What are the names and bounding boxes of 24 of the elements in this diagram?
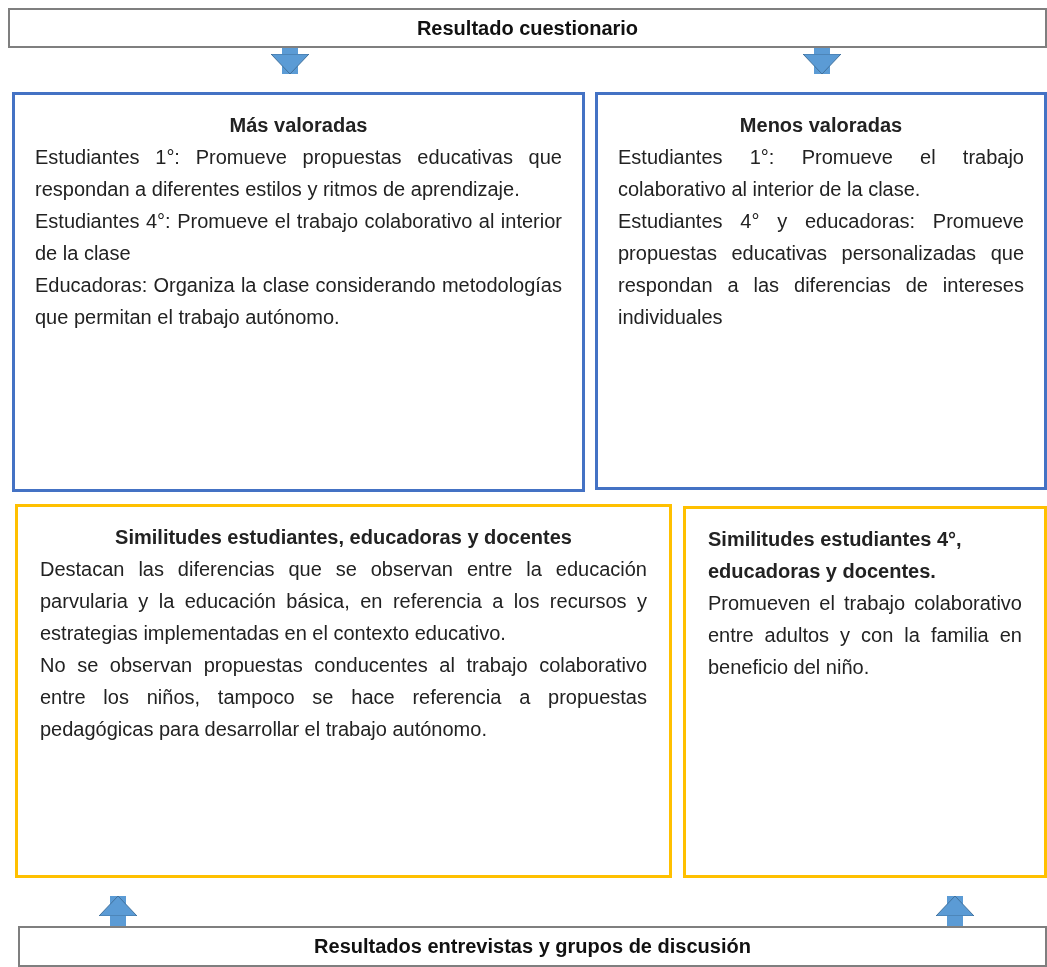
block-arrow	[270, 48, 310, 75]
body-text: Educadoras: Organiza la clase considerando metodologías que permitan el trabajo autónomo.	[35, 273, 562, 330]
block-arrow	[802, 48, 842, 75]
result-box	[12, 92, 585, 492]
body-text: Estudiantes 4°: Promueve el trabajo colaborativo al interior de la clase	[35, 209, 562, 266]
result-box	[15, 504, 672, 878]
result-box	[595, 92, 1047, 490]
box-heading: Similitudes estudiantes, educadoras y docentes	[114, 525, 573, 550]
body-text: Estudiantes 1°: Promueve propuestas educativas que respondan a diferentes estilos y ritmos de aprendizaje.	[35, 145, 562, 202]
header-box	[18, 926, 1047, 967]
box-heading: Similitudes estudiantes 4°, educadoras y docentes.	[708, 527, 963, 584]
block-arrow	[935, 895, 975, 926]
body-text: Estudiantes 1°: Promueve el trabajo colaborativo al interior de la clase.	[618, 145, 1024, 202]
result-box	[683, 506, 1047, 878]
header-title: Resultados entrevistas y grupos de discusión	[314, 935, 751, 958]
block-arrow	[98, 895, 138, 926]
box-heading: Más valoradas	[228, 113, 369, 138]
body-text: Promueven el trabajo colaborativo entre adultos y con la familia en beneficio del niño.	[708, 591, 1022, 680]
body-text: No se observan propuestas conducentes al trabajo colaborativo entre los niños, tampoco se hace referencia a propuestas pedagógicas para desarrollar el trabajo autónomo.	[40, 653, 647, 742]
header-title: Resultado cuestionario	[416, 16, 639, 40]
box-heading: Menos valoradas	[738, 113, 904, 138]
body-text: Estudiantes 4° y educadoras: Promueve propuestas educativas personalizadas que respondan a las diferencias de intereses individuales	[618, 209, 1024, 330]
header-box	[8, 8, 1047, 48]
body-text: Destacan las diferencias que se observan entre la educación parvularia y la educación básica, en referencia a los recursos y estrategias implementadas en el contexto educativo.	[40, 557, 647, 646]
